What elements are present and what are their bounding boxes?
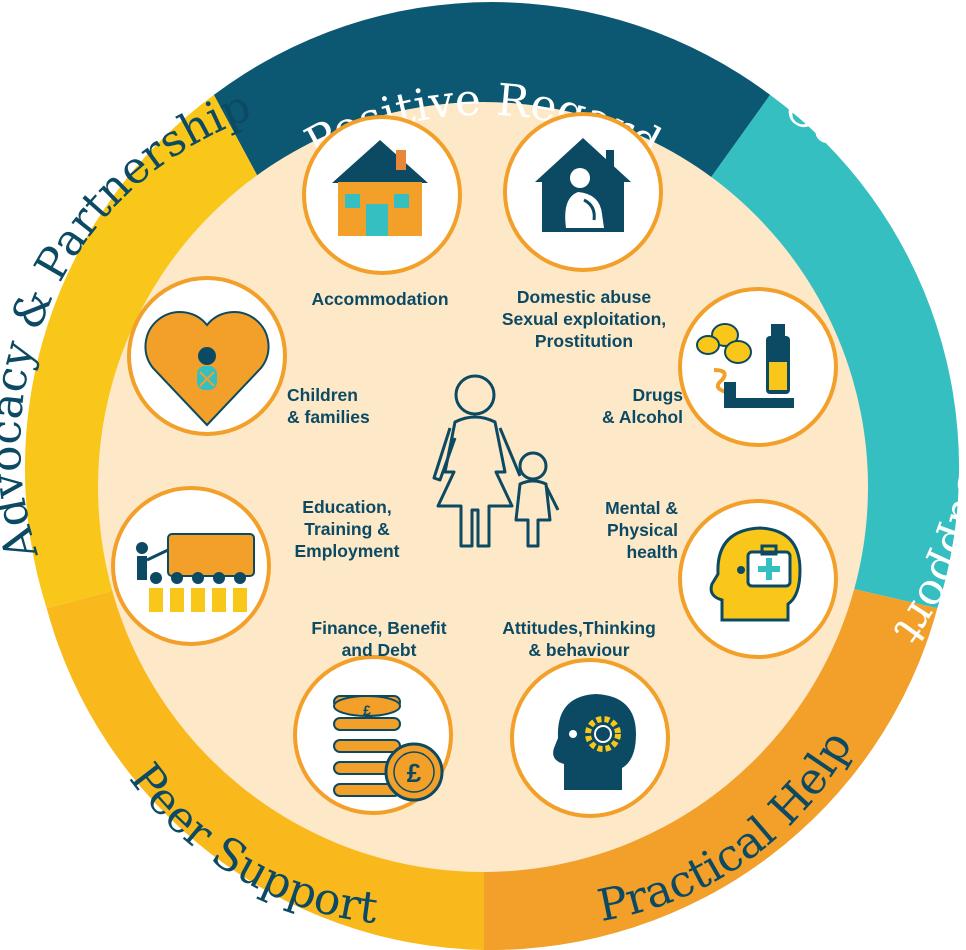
coins-icon: £ £ xyxy=(333,695,444,802)
icon-circle-domestic-abuse xyxy=(503,112,663,272)
parent-child-icon xyxy=(432,374,560,548)
area-label-mental-physical: Mental & Physical health xyxy=(605,498,678,562)
head-medical-icon xyxy=(709,526,802,622)
icon-circle-education xyxy=(111,486,271,646)
icon-circle-finance: £ £ xyxy=(293,655,453,815)
icon-circle-children-families xyxy=(127,276,287,436)
icon-circle-drugs-alcohol xyxy=(678,287,838,447)
abuse-house-icon xyxy=(535,138,631,232)
area-label-children-families: Children & families xyxy=(287,385,370,427)
svg-text:£: £ xyxy=(363,702,371,718)
child-heart-icon xyxy=(144,311,270,427)
area-label-drugs-alcohol: Drugs & Alcohol xyxy=(601,385,683,427)
icon-circle-attitudes xyxy=(510,658,670,818)
area-label-education: Education, Training & Employment xyxy=(294,497,400,561)
inner-disc xyxy=(98,102,868,872)
icon-circle-accommodation xyxy=(302,115,462,275)
house-icon xyxy=(332,140,428,236)
area-label-domestic-abuse: Domestic abuse Sexual exploitation, Pros… xyxy=(501,287,667,351)
svg-text:£: £ xyxy=(407,758,422,788)
pills-bottle-icon xyxy=(696,323,794,408)
classroom-icon xyxy=(136,533,255,612)
area-label-finance: Finance, Benefit and Debt xyxy=(311,618,447,660)
icon-circle-mental-physical xyxy=(678,499,838,659)
area-label-accommodation: Accommodation xyxy=(311,289,449,309)
head-gear-icon xyxy=(553,694,636,790)
area-label-attitudes: Attitudes,Thinking & behaviour xyxy=(502,618,656,660)
